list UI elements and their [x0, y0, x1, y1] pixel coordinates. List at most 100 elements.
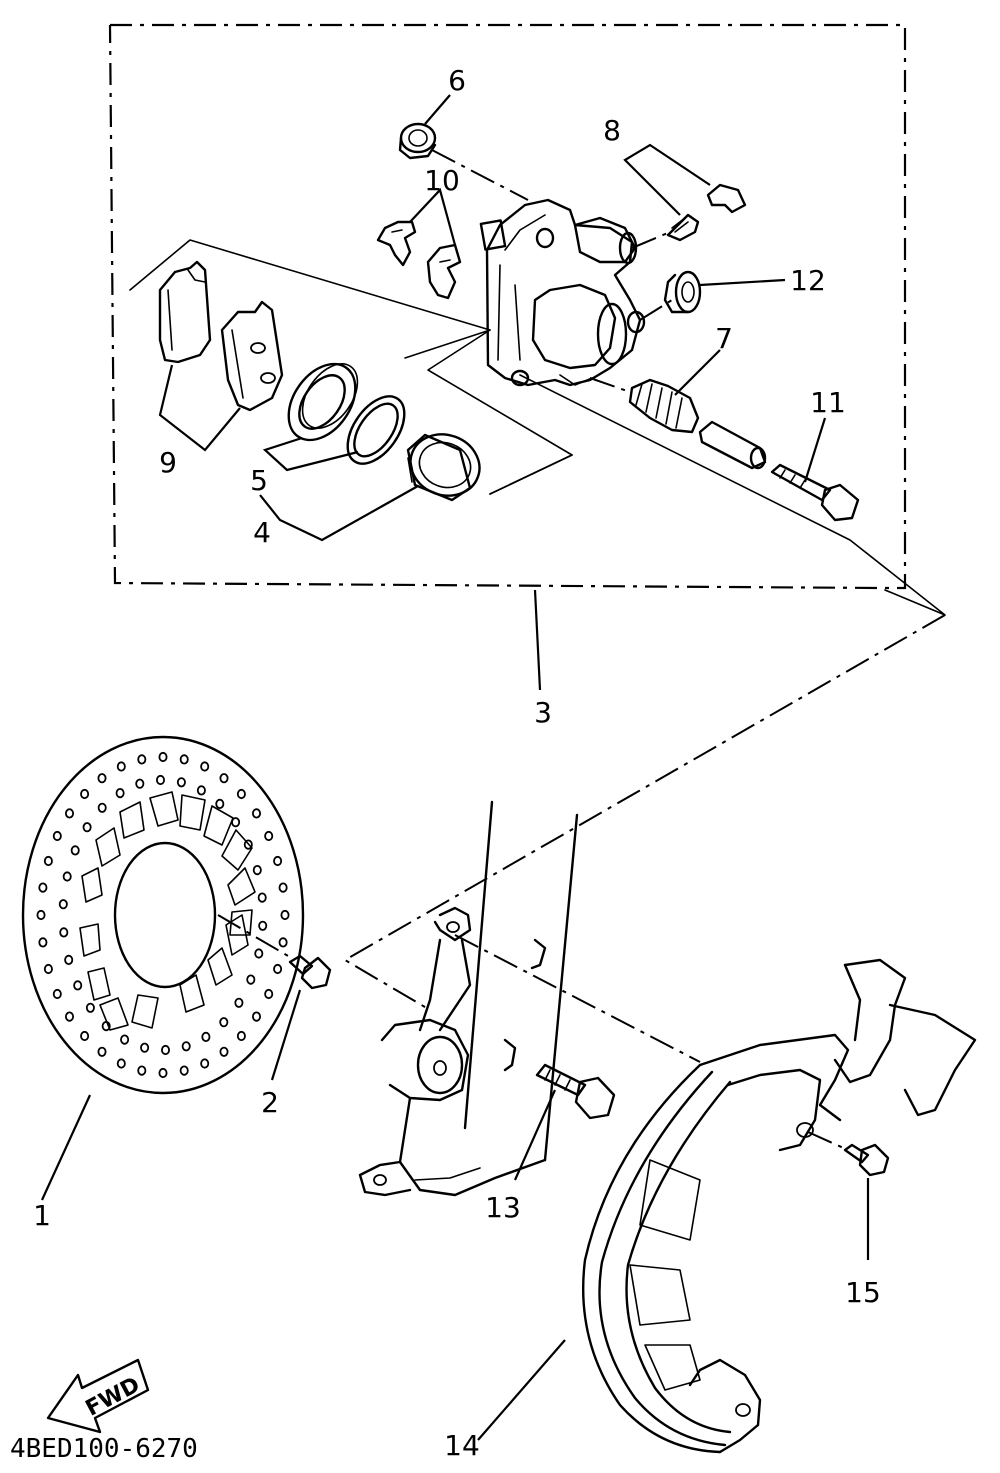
disc-drill-hole [43, 963, 53, 975]
disc-drill-hole [85, 1002, 95, 1013]
leader-12 [699, 278, 786, 287]
alignment-fork-to-cover [454, 934, 701, 1063]
pad-spring-a [376, 220, 417, 267]
slide-pin-sleeve [698, 420, 767, 470]
fwd-arrow-icon: FWD [46, 1358, 150, 1434]
disc-drill-hole [80, 1030, 90, 1042]
leader-6 [424, 94, 451, 125]
disc-drill-hole [278, 882, 288, 893]
front-fork-leg [358, 800, 579, 1197]
disc-drill-hole [264, 830, 274, 842]
disc-drill-hole [101, 1020, 111, 1032]
disc-drill-hole [97, 1046, 107, 1057]
callout-15: 15 [845, 1276, 881, 1309]
disc-drill-hole [200, 1058, 210, 1069]
brake-pad-inner [220, 300, 284, 412]
disc-drill-hole [278, 937, 288, 948]
callout-4: 4 [253, 516, 271, 549]
disc-drill-hole [64, 954, 74, 966]
bracket-caliper-body [427, 329, 573, 495]
callout-14: 14 [444, 1429, 480, 1462]
leader-5 [262, 436, 359, 472]
disc-drill-hole [65, 808, 75, 819]
disc-drill-hole [251, 808, 261, 819]
pad-spring-b [426, 243, 462, 300]
disc-cover [582, 958, 977, 1454]
disc-drill-hole [200, 761, 210, 772]
caliper-mount-bolt [535, 1063, 616, 1120]
caliper-boot [398, 122, 437, 160]
disc-drill-hole [231, 817, 241, 828]
disc-drill-hole [36, 909, 46, 921]
leader-10 [409, 187, 457, 246]
disc-drill-hole [38, 937, 48, 948]
disc-drill-hole [137, 754, 147, 765]
disc-drill-hole [181, 1041, 191, 1052]
disc-drill-hole [135, 778, 145, 789]
bracket-pads [129, 239, 491, 359]
disc-drill-hole [120, 1034, 130, 1045]
brake-disc [21, 735, 305, 1095]
disc-drill-hole [215, 798, 225, 810]
disc-drill-hole [219, 773, 229, 784]
callout-5: 5 [250, 464, 268, 497]
disc-drill-holes [36, 751, 290, 1079]
disc-drill-hole [251, 1011, 261, 1022]
disc-drill-hole [70, 845, 80, 856]
disc-drill-hole [52, 830, 62, 842]
disc-drill-hole [252, 864, 262, 876]
disc-drill-hole [236, 1030, 246, 1042]
slide-pin-boot [663, 270, 702, 314]
leader-1 [40, 1094, 92, 1201]
disc-drill-hole [258, 920, 268, 931]
disc-drill-hole [155, 774, 165, 786]
caliper-body [479, 198, 646, 387]
disc-drill-hole [257, 892, 267, 903]
disc-drill-hole [116, 1058, 126, 1069]
leader-9 [158, 364, 241, 452]
centerline-6 [431, 149, 529, 201]
centerline-8 [631, 231, 671, 249]
disc-drill-hole [196, 785, 206, 796]
callout-7: 7 [715, 322, 733, 355]
disc-drill-hole [97, 802, 107, 813]
piston-seal [346, 395, 406, 465]
piston-dust-seal [287, 362, 359, 442]
leader-11 [803, 417, 827, 483]
bleed-screw [666, 213, 700, 242]
disc-bolt [288, 954, 332, 990]
disc-drill-hole [59, 927, 69, 938]
bracket-piston [489, 454, 573, 495]
disc-vent-slots [79, 791, 256, 1031]
disc-drill-hole [38, 882, 48, 893]
caliper-assembly-box [108, 23, 907, 590]
disc-drill-hole [234, 997, 244, 1008]
disc-drill-hole [97, 773, 107, 784]
caliper-bolt [770, 463, 860, 522]
disc-drill-hole [280, 909, 290, 921]
leader-13 [513, 1089, 557, 1181]
centerline-7 [589, 377, 631, 393]
fwd-label: FWD [82, 1373, 145, 1422]
callout-6: 6 [448, 64, 466, 97]
callout-10: 10 [424, 164, 460, 197]
leader-7 [674, 349, 721, 396]
drawing-code: 4BED100-6270 [10, 1434, 198, 1464]
disc-drill-hole [264, 988, 274, 1000]
disc-drill-hole [179, 1065, 189, 1076]
cover-screw [843, 1143, 890, 1177]
disc-drill-hole [80, 788, 90, 800]
disc-drill-hole [176, 777, 186, 788]
callout-1: 1 [33, 1199, 51, 1232]
centerline-15 [807, 1131, 849, 1151]
disc-drill-hole [160, 1044, 170, 1056]
leader-14 [477, 1339, 566, 1441]
callout-11: 11 [810, 386, 846, 419]
disc-drill-hole [219, 1046, 229, 1057]
alignment-caliper-to-fork [343, 614, 946, 1011]
disc-drill-hole [115, 787, 125, 799]
callout-9: 9 [159, 446, 177, 479]
callout-3: 3 [534, 696, 552, 729]
callout-12: 12 [790, 264, 826, 297]
